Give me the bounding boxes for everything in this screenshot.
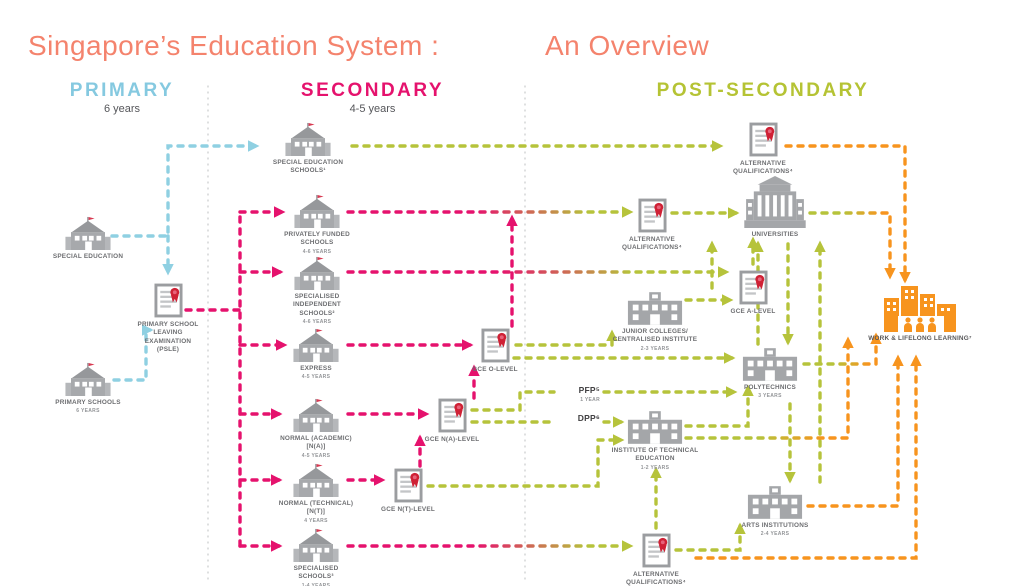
- node-years: 4-5 YEARS: [301, 452, 331, 459]
- node-label: GCE A-LEVEL: [730, 308, 776, 315]
- node-label: NORMAL (ACADEMIC) [N(A)]: [280, 435, 352, 451]
- arts-institution-icon: [746, 486, 804, 519]
- node-label: GCE O-LEVEL: [472, 366, 518, 373]
- node-pfp: PFP⁵ 1 YEAR: [556, 385, 600, 403]
- node-label: POLYTECHNICS: [744, 384, 796, 391]
- node-years: 1 YEAR: [580, 397, 600, 404]
- node-normal-technical: NORMAL (TECHNICAL) [N(T)] 4 YEARS: [276, 463, 356, 524]
- school-icon: [294, 194, 340, 228]
- node-primary-schools: PRIMARY SCHOOLS 6 YEARS: [43, 362, 133, 414]
- college-icon: [626, 292, 684, 325]
- school-icon: [65, 362, 111, 396]
- node-gce-o-level: GCE O-LEVEL: [467, 328, 523, 374]
- secondary-header-years: 4-5 years: [349, 103, 396, 115]
- node-years: 6 YEARS: [76, 408, 100, 415]
- certificate-icon: [154, 283, 183, 318]
- node-label: SPECIALISED INDEPENDENT SCHOOLS²: [292, 293, 341, 317]
- node-alternative-qualifications-bottom: ALTERNATIVE QUALIFICATIONS⁴: [620, 533, 692, 586]
- node-label: EXPRESS: [300, 365, 332, 372]
- node-special-education-schools: SPECIAL EDUCATION SCHOOLS¹: [264, 122, 352, 176]
- node-express: EXPRESS 4-5 YEARS: [281, 328, 351, 380]
- node-years: 2-4 YEARS: [760, 531, 790, 538]
- node-label: WORK & LIFELONG LEARNING⁷: [868, 335, 972, 342]
- institute-icon: [626, 411, 684, 444]
- node-specialised-schools: SPECIALISED SCHOOLS³ 1-4 YEARS: [276, 528, 356, 586]
- node-years: 3 YEARS: [758, 393, 782, 400]
- node-gce-nt-level: GCE N(T)-LEVEL: [379, 468, 437, 514]
- node-label: SPECIALISED SCHOOLS³: [293, 565, 339, 581]
- school-icon: [293, 328, 339, 362]
- school-icon: [294, 256, 340, 290]
- node-psle: PRIMARY SCHOOL LEAVING EXAMINATION (PSLE…: [134, 283, 202, 354]
- node-years: 4-5 YEARS: [301, 374, 331, 381]
- node-label: JUNIOR COLLEGES/ CENTRALISED INSTITUTE: [612, 328, 698, 344]
- node-ite: INSTITUTE OF TECHNICAL EDUCATION 1-2 YEA…: [611, 411, 699, 471]
- node-normal-academic: NORMAL (ACADEMIC) [N(A)] 4-5 YEARS: [276, 398, 356, 459]
- node-label: UNIVERSITIES: [751, 231, 799, 238]
- node-label: PRIMARY SCHOOLS: [55, 399, 121, 406]
- school-icon: [293, 398, 339, 432]
- certificate-icon: [481, 328, 510, 363]
- node-arts-institutions: ARTS INSTITUTIONS 2-4 YEARS: [733, 486, 817, 537]
- node-years: 1-4 YEARS: [301, 582, 331, 586]
- node-privately-funded-schools: PRIVATELY FUNDED SCHOOLS 4-6 YEARS: [278, 194, 356, 255]
- node-label: GCE N(T)-LEVEL: [381, 506, 435, 513]
- certificate-icon: [749, 122, 778, 157]
- node-polytechnics: POLYTECHNICS 3 YEARS: [728, 348, 812, 399]
- certificate-icon: [438, 398, 467, 433]
- node-label: GCE N(A)-LEVEL: [424, 436, 480, 443]
- node-universities: UNIVERSITIES: [728, 176, 822, 239]
- page-subtitle: An Overview: [545, 30, 710, 61]
- post-secondary-header-label: POST-SECONDARY: [656, 80, 870, 101]
- node-label: PFP⁵: [578, 385, 600, 395]
- school-icon: [293, 463, 339, 497]
- node-label: ARTS INSTITUTIONS: [741, 522, 809, 529]
- node-label: ALTERNATIVE QUALIFICATIONS⁴: [732, 160, 793, 176]
- city-skyline-icon: [884, 282, 956, 332]
- column-header-post-secondary: POST-SECONDARY: [643, 80, 883, 102]
- node-work-lifelong-learning: WORK & LIFELONG LEARNING⁷: [864, 282, 976, 343]
- secondary-flow-lines: [184, 206, 730, 552]
- node-label: DPP⁶: [577, 413, 600, 423]
- node-label: PRIVATELY FUNDED SCHOOLS: [284, 231, 350, 247]
- node-gce-na-level: GCE N(A)-LEVEL: [423, 398, 481, 444]
- certificate-icon: [394, 468, 423, 503]
- university-icon: [744, 176, 806, 228]
- node-label: INSTITUTE OF TECHNICAL EDUCATION: [611, 447, 699, 463]
- node-label: SPECIAL EDUCATION: [52, 253, 124, 260]
- node-dpp: DPP⁶: [556, 413, 600, 424]
- node-years: 4 YEARS: [304, 517, 328, 524]
- certificate-icon: [638, 198, 667, 233]
- page-title: Singapore’s Education System :: [28, 30, 440, 61]
- node-label: ALTERNATIVE QUALIFICATIONS⁴: [621, 236, 682, 252]
- certificate-icon: [739, 270, 768, 305]
- node-junior-colleges: JUNIOR COLLEGES/ CENTRALISED INSTITUTE 2…: [610, 292, 700, 352]
- node-label: ALTERNATIVE QUALIFICATIONS⁴: [625, 571, 686, 586]
- primary-flow-lines: [110, 140, 260, 382]
- polytechnic-icon: [741, 348, 799, 381]
- school-icon: [293, 528, 339, 562]
- node-alternative-qualifications-top: ALTERNATIVE QUALIFICATIONS⁴: [723, 122, 803, 177]
- primary-header-years: 6 years: [103, 103, 141, 115]
- work-flow-lines: [684, 144, 922, 560]
- node-years: 1-2 YEARS: [640, 464, 670, 471]
- node-years: 4-6 YEARS: [302, 318, 332, 325]
- node-specialised-independent-schools: SPECIALISED INDEPENDENT SCHOOLS² 4-6 YEA…: [276, 256, 358, 325]
- secondary-header-label: SECONDARY: [300, 80, 445, 101]
- school-icon: [285, 122, 331, 156]
- node-years: 2-3 YEARS: [640, 345, 670, 352]
- node-alternative-qualifications-mid: ALTERNATIVE QUALIFICATIONS⁴: [617, 198, 687, 253]
- node-gce-a-level: GCE A-LEVEL: [725, 270, 781, 316]
- certificate-icon: [642, 533, 671, 568]
- node-years: 4-6 YEARS: [302, 248, 332, 255]
- school-icon: [65, 216, 111, 250]
- primary-header-label: PRIMARY: [69, 80, 175, 101]
- column-header-primary: PRIMARY 6 years: [52, 80, 192, 115]
- node-label: PRIMARY SCHOOL LEAVING EXAMINATION (PSLE…: [137, 321, 199, 353]
- node-label: SPECIAL EDUCATION SCHOOLS¹: [272, 159, 344, 175]
- column-header-secondary: SECONDARY 4-5 years: [290, 80, 455, 115]
- node-label: NORMAL (TECHNICAL) [N(T)]: [278, 500, 354, 516]
- node-special-education: SPECIAL EDUCATION: [43, 216, 133, 261]
